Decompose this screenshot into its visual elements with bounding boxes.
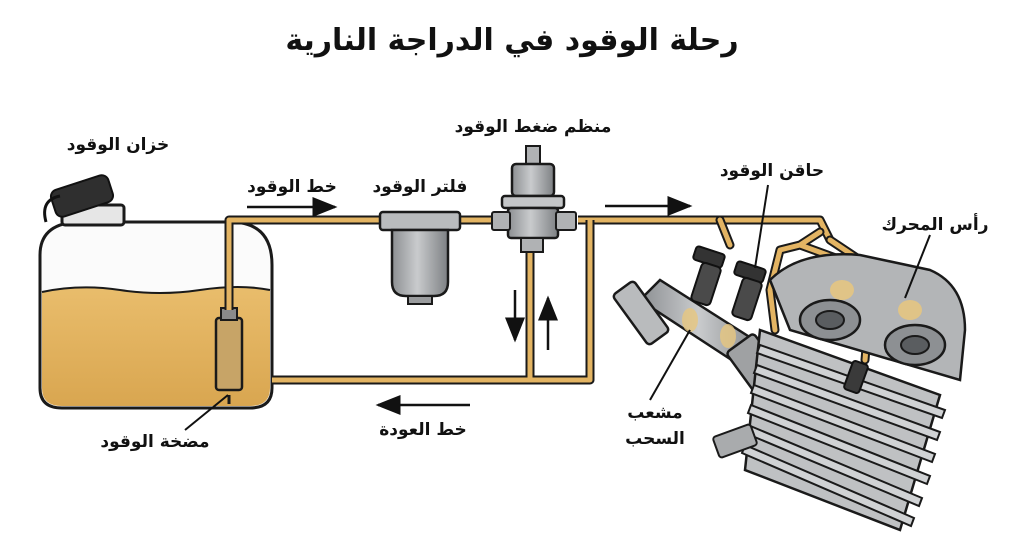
engine-block [712,328,947,532]
fuel-line-return [272,220,595,385]
diagram-title: رحلة الوقود في الدراجة النارية [285,23,738,58]
label-fuel-line: خط الوقود [247,177,337,197]
fuel-cap [43,174,115,223]
label-pressure-regulator: منظم ضغط الوقود [455,117,612,137]
fuel-injector-2 [720,260,767,348]
label-fuel-filter: فلتر الوقود [373,177,468,197]
label-return-line: خط العودة [379,420,467,440]
label-fuel-tank: خزان الوقود [67,135,169,155]
label-fuel-pump: مضخة الوقود [100,432,209,452]
flow-arrows [247,196,693,415]
fuel-injector-1 [682,245,726,332]
fuel-rail [715,215,895,365]
spark-plug [843,360,869,394]
pressure-regulator [491,145,577,253]
label-fuel-injector: حاقن الوقود [720,161,824,181]
fuel-pump [214,307,244,404]
label-intake-manifold-2: السحب [625,429,685,449]
fuel-tank [38,203,274,410]
label-intake-manifold-1: مشعب [627,403,682,423]
leader-lines [184,184,931,431]
engine-head [768,253,967,382]
label-engine-head: رأس المحرك [881,213,988,235]
fuel-filter [378,210,462,305]
